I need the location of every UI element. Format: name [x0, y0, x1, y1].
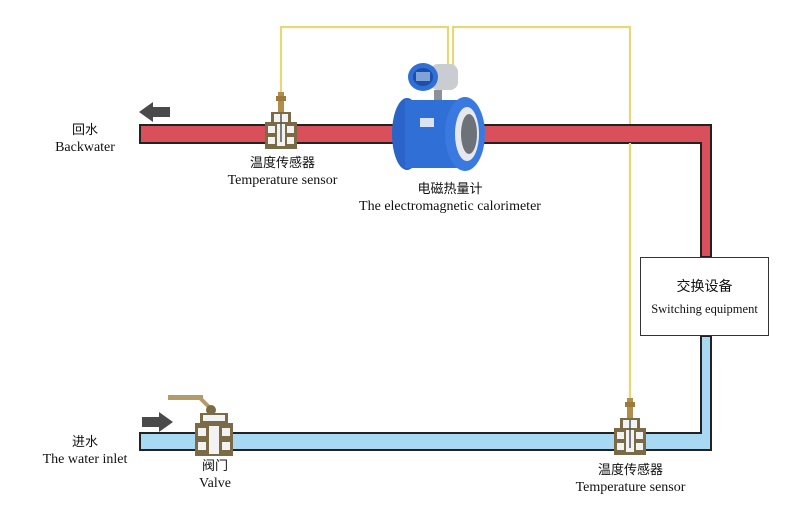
water-inlet-label-zh: 进水: [71, 435, 98, 450]
ball-valve-icon: [168, 395, 233, 456]
calorimeter-label: 电磁热量计 The electromagnetic calorimeter: [330, 181, 570, 215]
top-sensor-label-zh: 温度传感器: [249, 156, 315, 171]
backwater-label: 回水 Backwater: [40, 122, 130, 156]
temperature-sensor-icon: [614, 398, 646, 455]
wire-top-sensor: [279, 25, 450, 105]
water-inlet-label: 进水 The water inlet: [30, 434, 140, 468]
valve-label: 阀门 Valve: [180, 458, 250, 492]
top-sensor-label: 温度传感器 Temperature sensor: [220, 155, 345, 189]
arrow-right-icon: [142, 412, 173, 432]
bottom-sensor-label-en: Temperature sensor: [575, 480, 686, 495]
water-inlet-label-en: The water inlet: [42, 452, 128, 467]
top-sensor-label-en: Temperature sensor: [227, 173, 338, 188]
electromagnetic-flowmeter-icon: [392, 63, 485, 171]
switching-label-zh: 交换设备: [676, 279, 733, 295]
backwater-label-zh: 回水: [71, 123, 98, 138]
calorimeter-label-en: The electromagnetic calorimeter: [359, 199, 541, 214]
valve-label-zh: 阀门: [201, 459, 228, 474]
valve-label-en: Valve: [199, 476, 231, 491]
backwater-label-en: Backwater: [55, 140, 115, 155]
bottom-sensor-label-zh: 温度传感器: [597, 463, 663, 478]
temperature-sensor-icon: [265, 92, 297, 149]
switching-label-en: Switching equipment: [651, 302, 758, 316]
arrow-left-icon: [139, 102, 170, 122]
bottom-sensor-label: 温度传感器 Temperature sensor: [563, 462, 698, 496]
calorimeter-label-zh: 电磁热量计: [417, 182, 483, 197]
switching-equipment-box: 交换设备 Switching equipment: [640, 257, 769, 336]
